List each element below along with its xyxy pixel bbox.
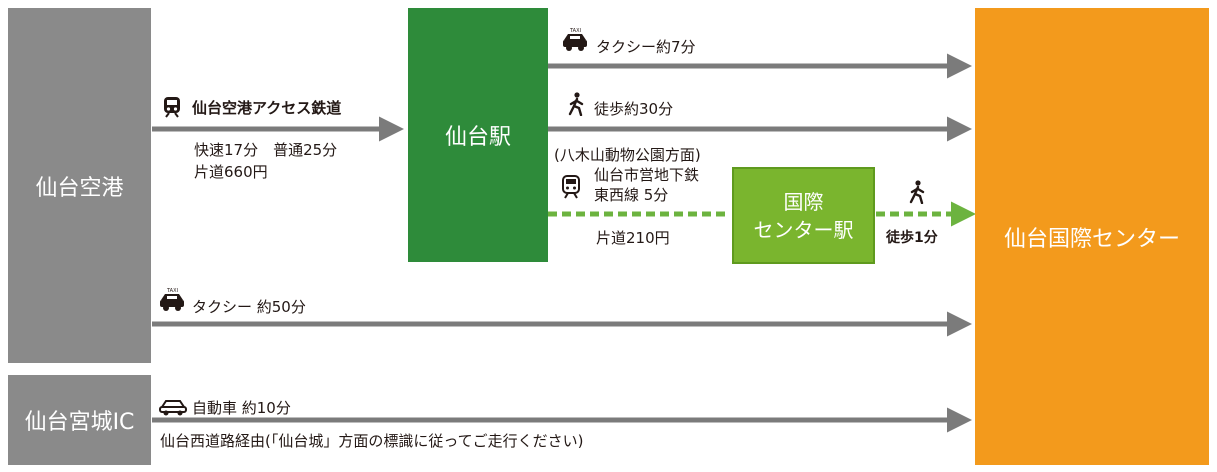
- subway-direction: (八木山動物公園方面): [554, 146, 701, 164]
- sendai-station-label: 仙台駅: [444, 125, 511, 150]
- taxi-icon: TAXI: [561, 26, 589, 56]
- svg-text:TAXI: TAXI: [166, 288, 178, 294]
- intl-center-station-box: 国際 センター駅: [732, 167, 875, 264]
- car-icon: [158, 398, 188, 420]
- svg-text:TAXI: TAXI: [569, 28, 581, 34]
- destination-label: 仙台国際センター: [1003, 226, 1180, 252]
- airport-label: 仙台空港: [35, 175, 124, 201]
- walk-from-station-label: 徒歩約30分: [594, 100, 674, 118]
- background-ghost-stripe: [975, 22, 1209, 62]
- sendai-station-box: 仙台駅: [408, 8, 548, 262]
- train-icon: [160, 95, 184, 123]
- subway-train-icon: [560, 174, 582, 204]
- subway-line1: 仙台市営地下鉄: [594, 166, 700, 184]
- destination-box: 仙台国際センター: [975, 8, 1209, 465]
- walking-person-icon: [907, 180, 927, 208]
- subway-fare: 片道210円: [596, 229, 670, 247]
- taxi-from-station-label: タクシー約7分: [596, 38, 696, 56]
- ic-box: 仙台宮城IC: [8, 375, 151, 465]
- rail-times: 快速17分 普通25分: [194, 141, 338, 159]
- walking-person-icon: [566, 92, 586, 120]
- intl-station-label-line2: センター駅: [753, 217, 854, 242]
- taxi-icon: TAXI: [158, 286, 186, 316]
- walk-from-intl-label: 徒歩1分: [886, 230, 938, 246]
- airport-box: 仙台空港: [8, 8, 151, 363]
- rail-name: 仙台空港アクセス鉄道: [192, 99, 342, 117]
- ic-label: 仙台宮城IC: [24, 410, 135, 435]
- car-route-note: 仙台西道路経由(「仙台城」方面の標識に従ってご走行ください): [160, 432, 584, 450]
- car-label: 自動車 約10分: [192, 399, 291, 417]
- rail-fare: 片道660円: [194, 163, 268, 181]
- subway-line2: 東西線 5分: [594, 186, 669, 204]
- intl-station-label-line1: 国際: [783, 189, 824, 214]
- taxi-from-airport-label: タクシー 約50分: [192, 298, 306, 316]
